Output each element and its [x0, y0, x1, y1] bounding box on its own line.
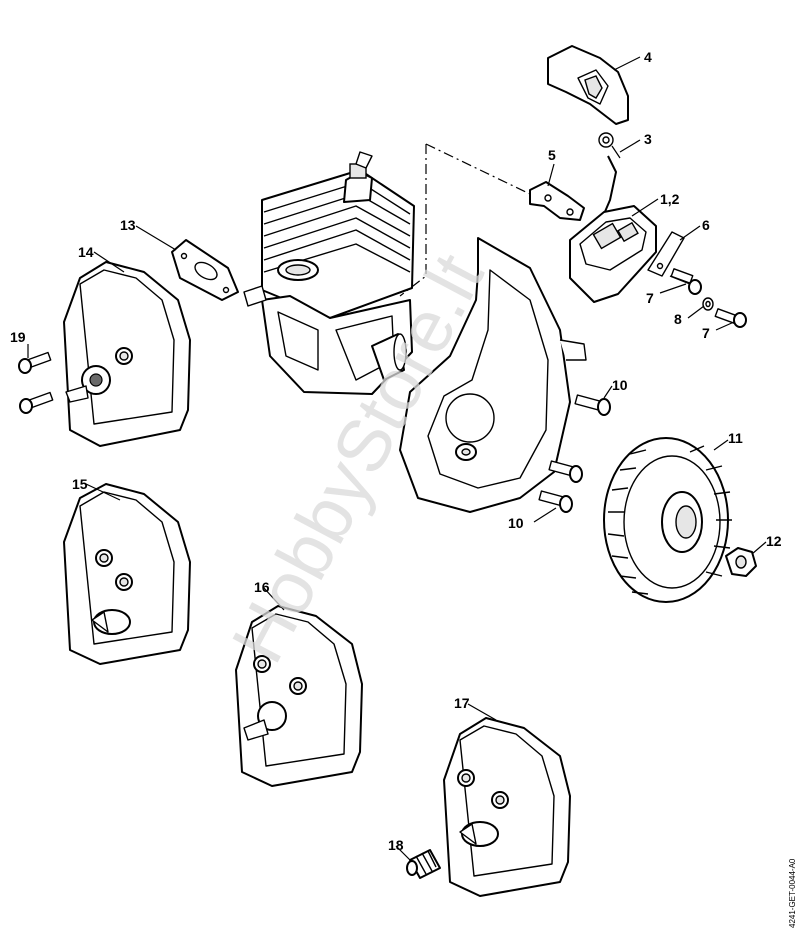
part-screw-10-b — [548, 460, 583, 483]
callout-1-2: 1,2 — [660, 191, 680, 207]
callout-18: 18 — [388, 837, 404, 853]
part-muffler-17 — [443, 717, 571, 897]
callout-14: 14 — [78, 244, 94, 260]
callout-10a: 10 — [612, 377, 628, 393]
part-screw-19-a — [18, 351, 52, 374]
part-screw-19-b — [19, 391, 54, 414]
part-muffler-14 — [63, 261, 191, 447]
part-screw-10-c — [538, 490, 573, 513]
leader-lines — [27, 56, 767, 861]
part-fan-housing — [399, 237, 587, 513]
drawing-code: 4241-GET-0044-A0 — [788, 858, 797, 928]
part-muffler-16 — [235, 605, 363, 787]
callout-labels: 4 3 5 1,2 6 13 14 7 8 7 19 10 11 15 10 1… — [10, 49, 782, 853]
part-screw-7-upper — [669, 268, 702, 295]
part-spring — [598, 132, 621, 159]
assembly-line — [399, 143, 531, 297]
callout-5: 5 — [548, 147, 556, 163]
part-flywheel — [603, 437, 732, 603]
part-screw-10-a — [574, 394, 611, 416]
callout-13: 13 — [120, 217, 136, 233]
callout-16: 16 — [254, 579, 270, 595]
callout-15: 15 — [72, 476, 88, 492]
callout-12: 12 — [766, 533, 782, 549]
part-muffler-15 — [63, 483, 191, 665]
part-engine-cylinder — [243, 151, 415, 395]
callout-17: 17 — [454, 695, 470, 711]
part-insert-18 — [406, 849, 441, 879]
callout-7b: 7 — [702, 325, 710, 341]
callout-10b: 10 — [508, 515, 524, 531]
callout-6: 6 — [702, 217, 710, 233]
part-gasket — [171, 239, 239, 301]
part-small-bracket — [529, 181, 585, 221]
callout-7a: 7 — [646, 290, 654, 306]
part-nut — [725, 547, 757, 577]
callout-3: 3 — [644, 131, 652, 147]
part-plate — [647, 231, 685, 277]
part-washer-8 — [702, 297, 714, 311]
part-cover-bracket — [547, 45, 629, 125]
part-screw-7-lower — [714, 308, 747, 328]
part-ignition-module — [569, 155, 657, 303]
callout-8: 8 — [674, 311, 682, 327]
callout-4: 4 — [644, 49, 652, 65]
callout-19: 19 — [10, 329, 26, 345]
callout-11: 11 — [728, 430, 743, 446]
